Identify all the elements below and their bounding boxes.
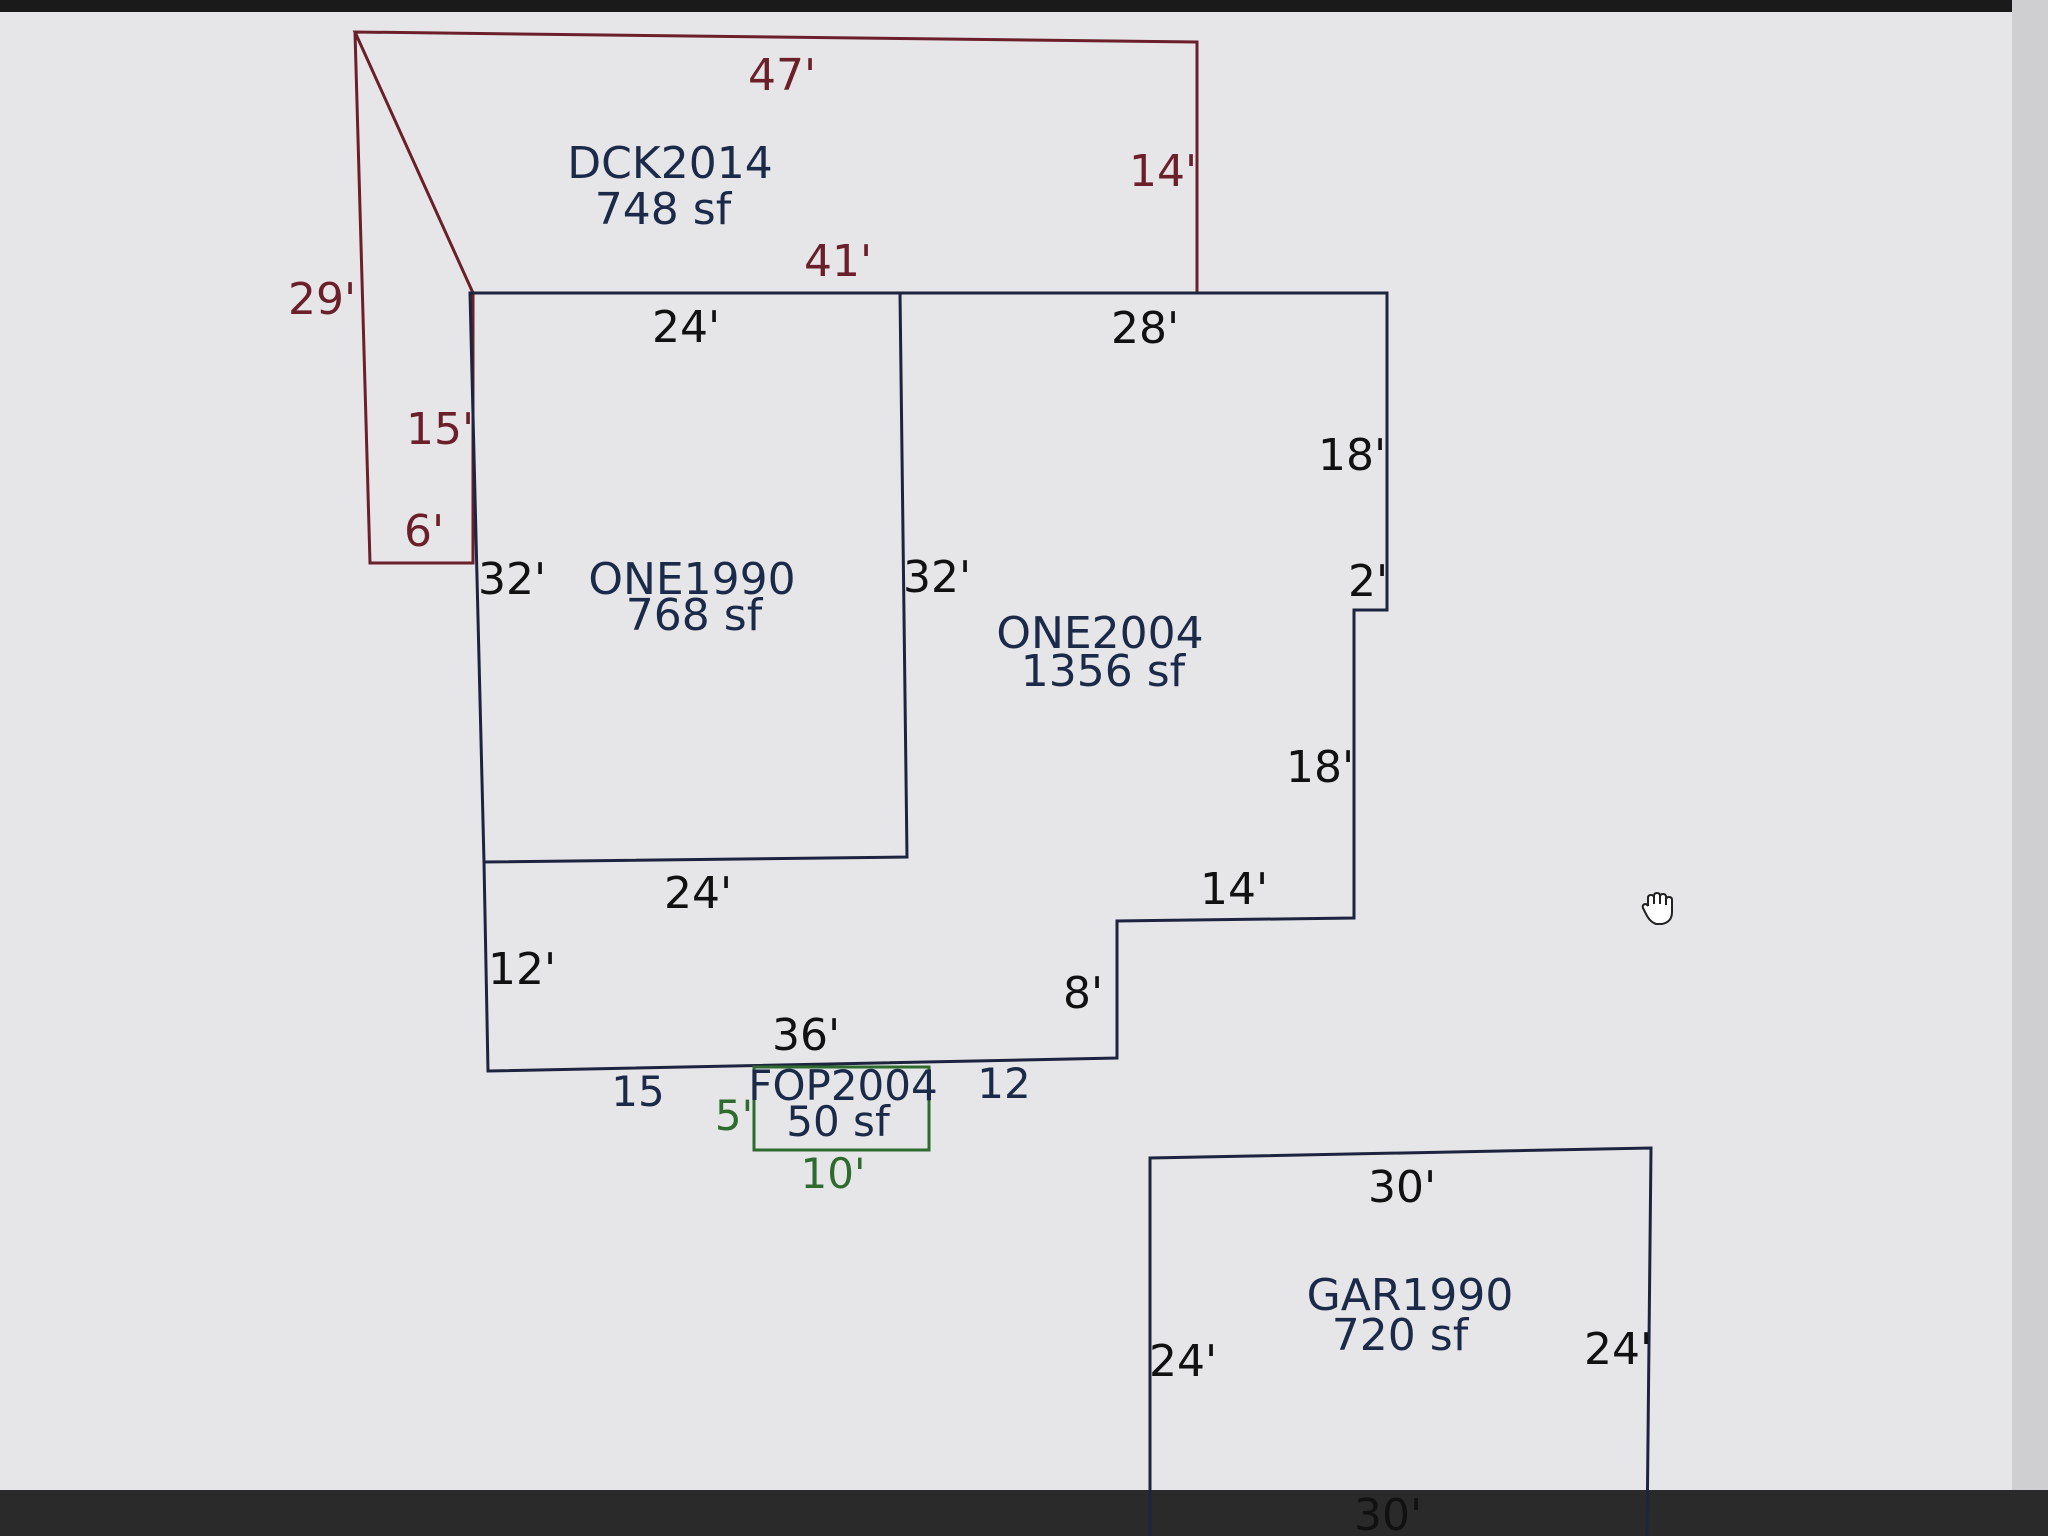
one2004-dim-left: 12': [488, 944, 556, 995]
one1990-outline[interactable]: [468, 291, 909, 864]
hand-grab-icon: [1641, 891, 1673, 925]
porch-dim-left-segment: 15: [611, 1067, 664, 1116]
garage-outline[interactable]: [1148, 1146, 1653, 1536]
porch-dim-right-segment: 12: [977, 1059, 1030, 1108]
top-bezel: [0, 0, 2048, 12]
one2004-outline[interactable]: [482, 291, 1389, 1073]
porch-outline[interactable]: [752, 1065, 931, 1152]
one2004-dim-step-side: 8': [1063, 968, 1103, 1019]
deck-dim-bottom: 41': [804, 236, 872, 287]
garage-dim-bottom: 30': [1354, 1490, 1422, 1536]
one1990-dim-bottom: 24': [664, 868, 732, 919]
garage-code-label: GAR1990: [1307, 1270, 1514, 1321]
right-bezel-shadow: [2012, 0, 2048, 1536]
deck-dim-right: 14': [1129, 146, 1197, 197]
garage-dim-left: 24': [1149, 1336, 1217, 1387]
porch-area-label: 50 sf: [786, 1097, 891, 1146]
porch-code-label: FOP2004: [748, 1061, 937, 1110]
deck-dim-left: 29': [288, 274, 356, 325]
one2004-area-label: 1356 sf: [1021, 646, 1187, 697]
deck-dim-top: 47': [748, 50, 816, 101]
one1990-area-label: 768 sf: [626, 590, 764, 641]
deck-code-label: DCK2014: [567, 138, 772, 189]
garage-dim-right: 24': [1584, 1324, 1652, 1375]
bottom-bezel: [0, 1490, 2048, 1536]
one2004-dim-bottom: 36': [772, 1010, 840, 1061]
porch-dim-bottom: 10': [801, 1149, 866, 1198]
deck-dim-inner-bottom: 6': [404, 506, 444, 557]
deck-dim-inner-left: 15': [406, 404, 474, 455]
one1990-dim-right: 32': [903, 552, 971, 603]
one2004-dim-step-top: 14': [1200, 864, 1268, 915]
porch-dim-side: 5': [715, 1091, 753, 1140]
garage-dim-top: 30': [1368, 1162, 1436, 1213]
one2004-dim-right-lower: 18': [1286, 742, 1354, 793]
one1990-dim-top: 24': [652, 302, 720, 353]
one2004-code-label: ONE2004: [996, 608, 1203, 659]
one2004-dim-top: 28': [1111, 303, 1179, 354]
garage-area-label: 720 sf: [1332, 1310, 1470, 1361]
one2004-dim-jog: 2': [1348, 556, 1388, 607]
one2004-dim-right-upper: 18': [1318, 430, 1386, 481]
one1990-dim-left: 32': [478, 554, 546, 605]
deck-area-label: 748 sf: [595, 184, 733, 235]
one1990-code-label: ONE1990: [588, 554, 795, 605]
